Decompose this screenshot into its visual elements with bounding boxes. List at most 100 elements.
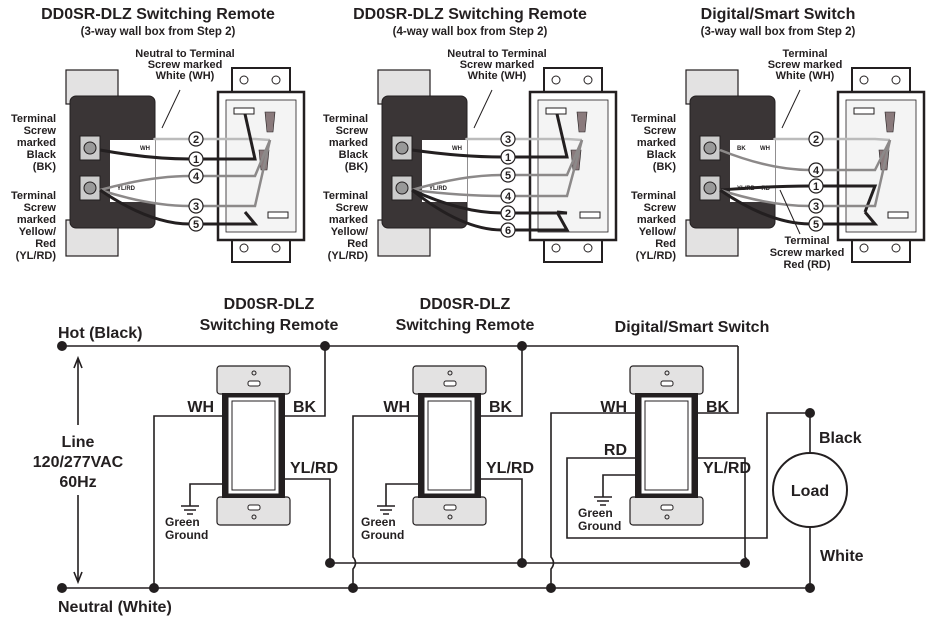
wire-number-marker: [808, 198, 824, 214]
mounting-hole-icon: [583, 75, 593, 85]
bottom-strap: [412, 496, 487, 526]
red-terminal-callout: Red (RD): [783, 259, 830, 271]
cable-clamp: [545, 107, 567, 115]
black-terminal-label: marked: [17, 137, 56, 149]
yellow-terminal-label: Terminal: [11, 190, 56, 202]
yellow-terminal-label: marked: [329, 214, 368, 226]
wire: [773, 137, 891, 142]
callout-arrow: [781, 89, 801, 129]
device-mark: BK: [737, 146, 746, 152]
bk-terminal-label: BK: [489, 399, 513, 416]
wire-number-marker: [188, 198, 204, 214]
wire-number: 3: [813, 201, 819, 213]
device-mark: WH: [760, 146, 770, 152]
yellow-terminal-label: Yellow/: [639, 226, 676, 238]
bk-terminal-label: BK: [293, 399, 317, 416]
slot-icon: [660, 380, 674, 387]
top-strap: [629, 365, 704, 395]
screw-icon: [703, 181, 717, 195]
junction-dot: [546, 583, 556, 593]
yellow-terminal-label: Screw: [644, 202, 677, 214]
device-mark: RD: [761, 186, 770, 192]
yellow-terminal-label: Terminal: [323, 190, 368, 202]
junction-dot: [320, 341, 330, 351]
device-title: Switching Remote: [396, 317, 535, 334]
junction-dot: [348, 583, 358, 593]
yl-terminal-label: YL/RD: [290, 460, 338, 477]
mounting-hole-icon: [583, 243, 593, 253]
screw-icon: [395, 141, 409, 155]
mounting-hole-icon: [239, 243, 249, 253]
rocker-face: [644, 400, 689, 491]
top-callout: Neutral to Terminal: [135, 48, 234, 60]
yellow-terminal-label: Yellow/: [19, 226, 56, 238]
device-mark: YL/RD: [429, 186, 448, 192]
wire-number: 2: [505, 208, 511, 220]
wire-number-marker: [188, 168, 204, 184]
wire: [285, 478, 331, 563]
wire-number-marker: [500, 131, 516, 147]
black-terminal-label: (BK): [653, 161, 677, 173]
yellow-terminal-label: marked: [637, 214, 676, 226]
mounting-hole-icon: [891, 243, 901, 253]
cable-clamp: [853, 107, 875, 115]
wire-number-marker: [808, 178, 824, 194]
device-title: Switching Remote: [200, 317, 339, 334]
device-mark: YL/RD: [117, 186, 136, 192]
wire-number-marker: [808, 162, 824, 178]
wire: [285, 346, 326, 417]
ground-symbol-icon: [377, 483, 418, 515]
wire-number: 4: [193, 171, 200, 183]
wire-nut-icon: [264, 111, 276, 133]
schematic-diagram: Hot (Black)Neutral (White)Line120/277VAC…: [33, 296, 864, 616]
slot-icon: [247, 380, 261, 387]
device-title: Digital/Smart Switch: [615, 319, 770, 336]
load-white-label: White: [820, 548, 864, 565]
wire-number-marker: [808, 131, 824, 147]
yellow-terminal-label: marked: [17, 214, 56, 226]
cable-clamp: [579, 211, 601, 219]
yl-terminal-label: YL/RD: [486, 460, 534, 477]
device-mark: WH: [140, 146, 150, 152]
junction-dot: [57, 583, 67, 593]
wire: [481, 478, 523, 563]
screw-hole-icon: [251, 514, 257, 520]
device-title: DD0SR-DLZ: [224, 296, 315, 313]
panel-subtitle: (3-way wall box from Step 2): [701, 26, 856, 38]
top-callout: White (WH): [468, 70, 527, 82]
slot-icon: [443, 380, 457, 387]
wire: [566, 412, 810, 539]
junction-dot: [517, 341, 527, 351]
mounting-hole-icon: [551, 75, 561, 85]
wire: [465, 137, 583, 142]
mounting-hole-icon: [271, 243, 281, 253]
junction-dot: [805, 583, 815, 593]
wire-number-marker: [500, 222, 516, 238]
red-terminal-callout: Screw marked: [770, 247, 845, 259]
wire-number-marker: [188, 131, 204, 147]
load-black-label: Black: [819, 430, 862, 447]
rocker-face: [427, 400, 472, 491]
wire: [550, 412, 635, 588]
wh-terminal-label: WH: [187, 399, 214, 416]
wire-number: 2: [193, 134, 199, 146]
ground-symbol-icon: [181, 483, 222, 515]
yellow-terminal-label: (YL/RD): [636, 250, 677, 262]
top-callout: Screw marked: [148, 59, 223, 71]
red-terminal-callout: Terminal: [784, 235, 829, 247]
wire-number-marker: [500, 167, 516, 183]
bottom-strap: [629, 496, 704, 526]
screw-icon: [83, 141, 97, 155]
cable-clamp: [233, 107, 255, 115]
yellow-terminal-label: (YL/RD): [16, 250, 57, 262]
bk-terminal-label: BK: [706, 399, 730, 416]
wire-number: 6: [505, 225, 511, 237]
black-terminal-label: (BK): [33, 161, 57, 173]
top-strap: [412, 365, 487, 395]
panel-title: Digital/Smart Switch: [701, 6, 856, 23]
cable-clamp: [887, 211, 909, 219]
junction-dot: [805, 408, 815, 418]
wh-terminal-label: WH: [600, 399, 627, 416]
